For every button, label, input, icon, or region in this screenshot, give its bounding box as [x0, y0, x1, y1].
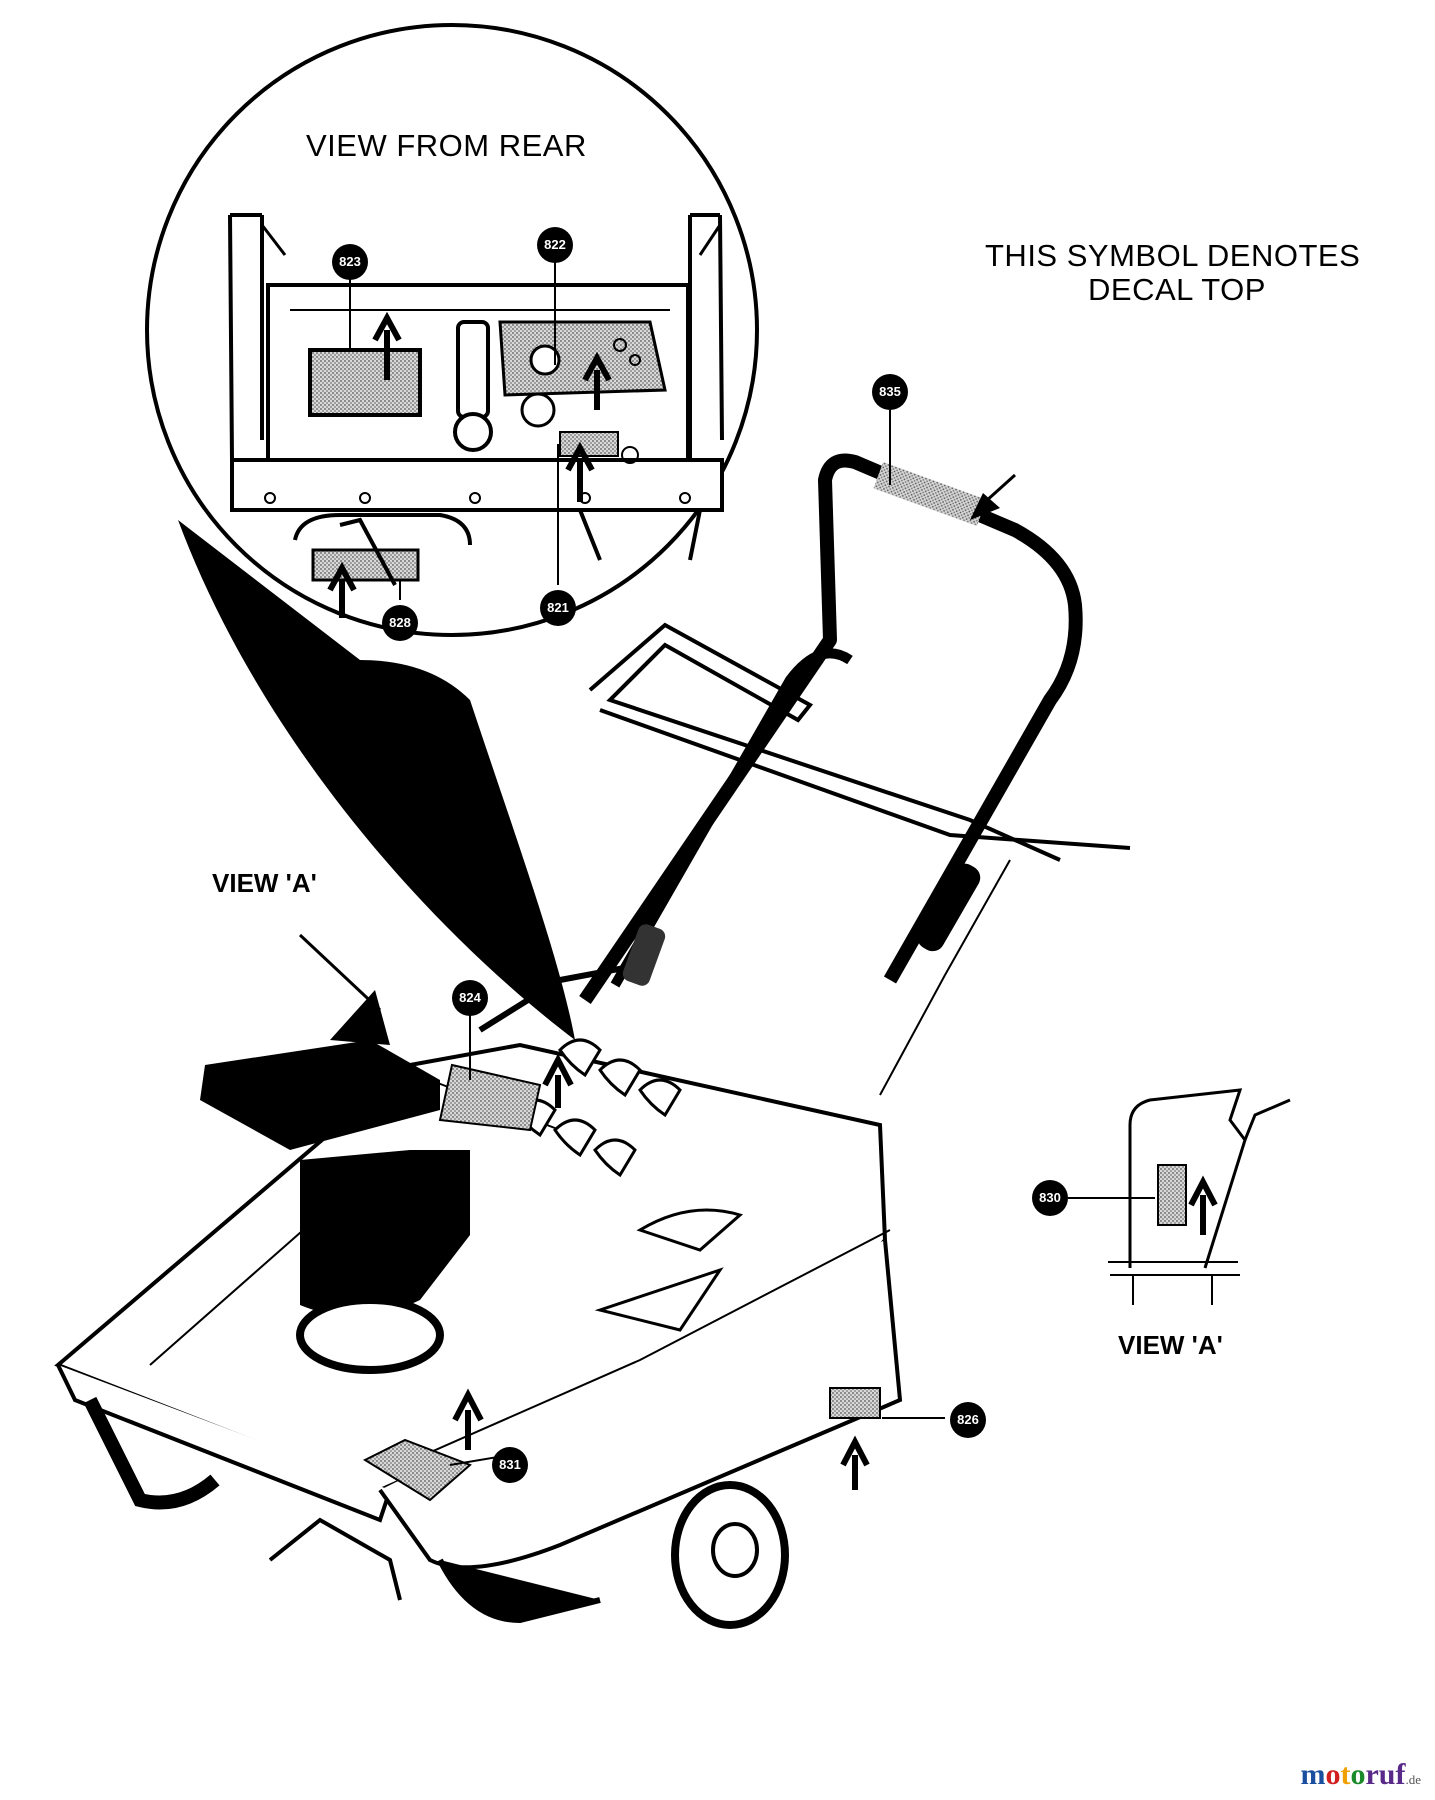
- callout-824: 824: [459, 990, 481, 1005]
- handle-assembly: [478, 453, 1131, 1096]
- watermark-tld: .de: [1405, 1772, 1421, 1787]
- inset-pointer-wedge: [178, 520, 575, 1040]
- callout-826: 826: [957, 1412, 979, 1427]
- view-a-chute-inset: [1068, 1088, 1291, 1305]
- rear-view-inset: [145, 23, 759, 1040]
- view-a-inset-label: VIEW 'A': [1118, 1330, 1223, 1360]
- callout-831: 831: [499, 1457, 521, 1472]
- motoruf-watermark: motoruf.de: [1300, 1758, 1421, 1792]
- symbol-note-line2: DECAL TOP: [1088, 272, 1266, 307]
- callout-828: 828: [389, 615, 411, 630]
- callout-830: 830: [1039, 1190, 1061, 1205]
- view-a-label: VIEW 'A': [212, 868, 317, 898]
- handle-bar: [579, 453, 1083, 1004]
- snowblower-body: [54, 410, 1017, 1629]
- callout-circles: [332, 227, 1068, 1483]
- callout-823: 823: [339, 254, 361, 269]
- symbol-note-line1: THIS SYMBOL DENOTES: [985, 238, 1361, 273]
- callout-821: 821: [547, 600, 569, 615]
- view-from-rear-title: VIEW FROM REAR: [306, 128, 587, 163]
- watermark-brand: motoruf: [1300, 1758, 1406, 1791]
- callout-822: 822: [544, 237, 566, 252]
- callout-835: 835: [879, 384, 901, 399]
